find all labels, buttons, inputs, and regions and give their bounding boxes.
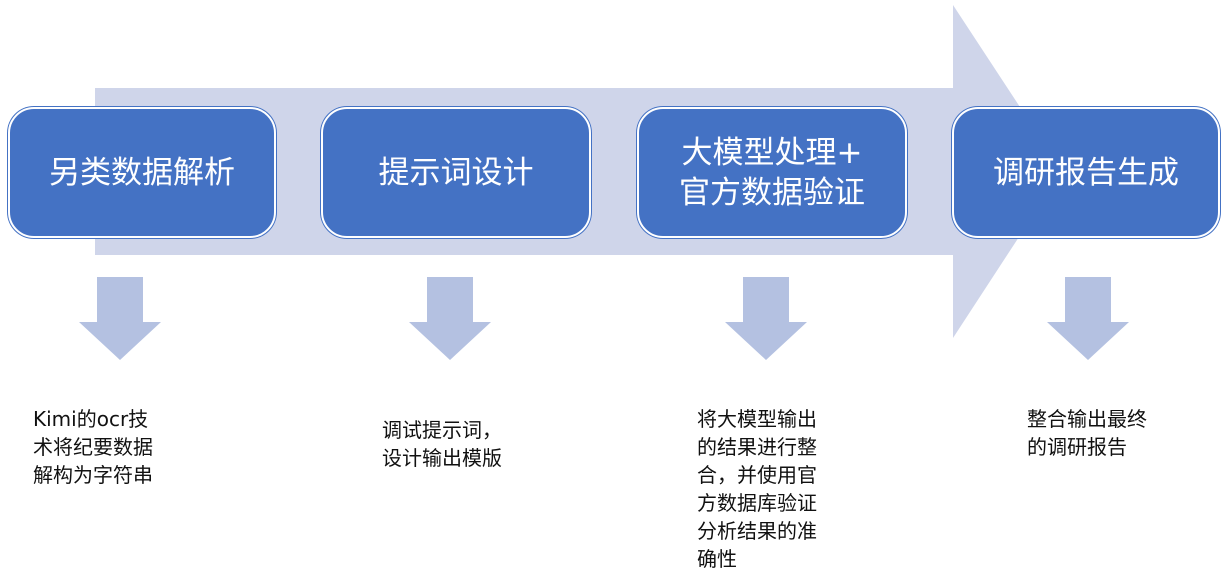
down-arrow-1: [79, 277, 161, 360]
down-arrow-3: [725, 277, 807, 360]
down-arrow-2: [409, 277, 491, 360]
step-box-1: 另类数据解析: [8, 107, 276, 238]
step-description-1: Kimi的ocr技 术将纪要数据 解构为字符串: [33, 407, 153, 487]
step-box-2: 提示词设计: [321, 107, 591, 238]
step-description-4: 整合输出最终 的调研报告: [1027, 407, 1147, 459]
step-box-4: 调研报告生成: [952, 107, 1220, 238]
step-box-3: 大模型处理+ 官方数据验证: [637, 107, 907, 238]
step-title: 另类数据解析: [49, 154, 235, 191]
step-title: 调研报告生成: [993, 154, 1179, 191]
step-description-2: 调试提示词， 设计输出模版: [382, 418, 502, 470]
down-arrow-4: [1047, 277, 1129, 360]
step-title: 提示词设计: [378, 154, 534, 191]
step-title: 大模型处理+ 官方数据验证: [679, 134, 865, 211]
step-description-3: 将大模型输出 的结果进行整 合，并使用官 方数据库验证 分析结果的准 确性: [697, 407, 817, 571]
